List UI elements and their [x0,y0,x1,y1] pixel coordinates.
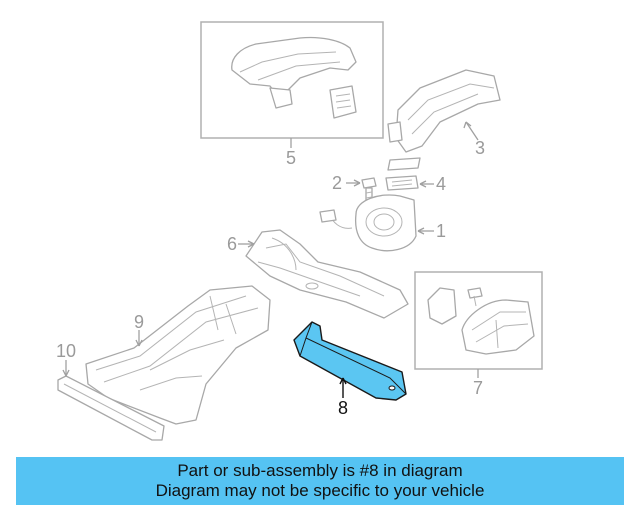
banner-line-1: Part or sub-assembly is #8 in diagram [177,461,463,480]
callout-4[interactable]: 4 [436,174,446,194]
callout-3[interactable]: 3 [475,138,485,158]
callout-10[interactable]: 10 [56,341,76,361]
parts-diagram: 5 3 4 2 1 [56,21,543,441]
part-7-clip [427,287,457,325]
part-8-bracket [293,321,407,401]
callout-9[interactable]: 9 [134,312,144,332]
callout-7[interactable]: 7 [473,378,483,398]
banner-line-2: Diagram may not be specific to your vehi… [155,481,485,500]
part-3-duct [395,69,501,153]
part-3[interactable] [387,69,501,153]
part-7-duct [461,299,535,355]
part-10[interactable] [57,360,165,441]
callout-6[interactable]: 6 [227,234,237,254]
callout-2[interactable]: 2 [332,173,342,193]
part-8[interactable] [293,321,407,401]
part-6[interactable] [238,229,409,319]
part-6-duct [245,229,409,319]
part-5-clip [329,85,357,119]
part-1-blower [354,194,417,252]
part-9[interactable] [85,285,271,425]
part-7-group[interactable] [414,271,543,378]
info-banner: Part or sub-assembly is #8 in diagram Di… [16,457,624,505]
callout-1[interactable]: 1 [436,221,446,241]
part-5-box [200,21,384,139]
part-4[interactable] [385,157,434,191]
part-1[interactable] [319,194,434,252]
part-9-duct [85,285,271,425]
part-2[interactable] [346,177,377,207]
callout-8[interactable]: 8 [338,398,348,418]
callout-5[interactable]: 5 [286,148,296,168]
part-4-gasket [385,175,419,191]
part-5-group[interactable] [200,21,384,148]
